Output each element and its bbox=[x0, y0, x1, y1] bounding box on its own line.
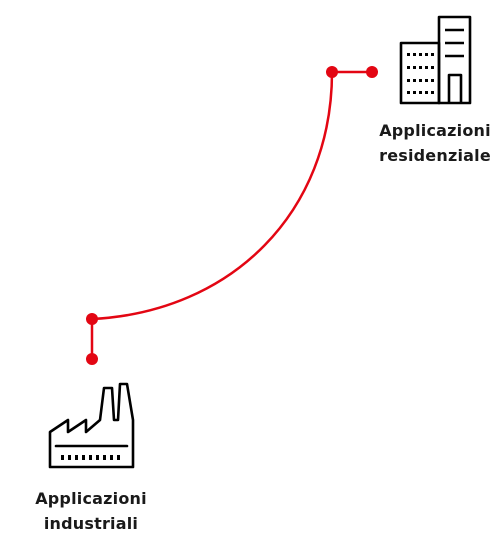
residential-label-line2: residenziale bbox=[379, 146, 491, 165]
industrial-label-line2: industriali bbox=[43, 514, 139, 533]
connector-dot-industrial-corner bbox=[86, 313, 98, 325]
building-icon bbox=[399, 15, 472, 105]
connector-line bbox=[90, 70, 372, 359]
industrial-label-line1: Applicazioni bbox=[35, 489, 147, 508]
connector bbox=[86, 66, 378, 365]
residential-label: Applicazioni residenziale bbox=[355, 118, 502, 168]
residential-label-line1: Applicazioni bbox=[379, 121, 491, 140]
connector-dot-residential-corner bbox=[326, 66, 338, 78]
connector-dot-industrial-end bbox=[86, 353, 98, 365]
industrial-label: Applicazioni industriali bbox=[12, 486, 170, 536]
connector-dot-residential-end bbox=[366, 66, 378, 78]
factory-icon bbox=[48, 382, 135, 469]
